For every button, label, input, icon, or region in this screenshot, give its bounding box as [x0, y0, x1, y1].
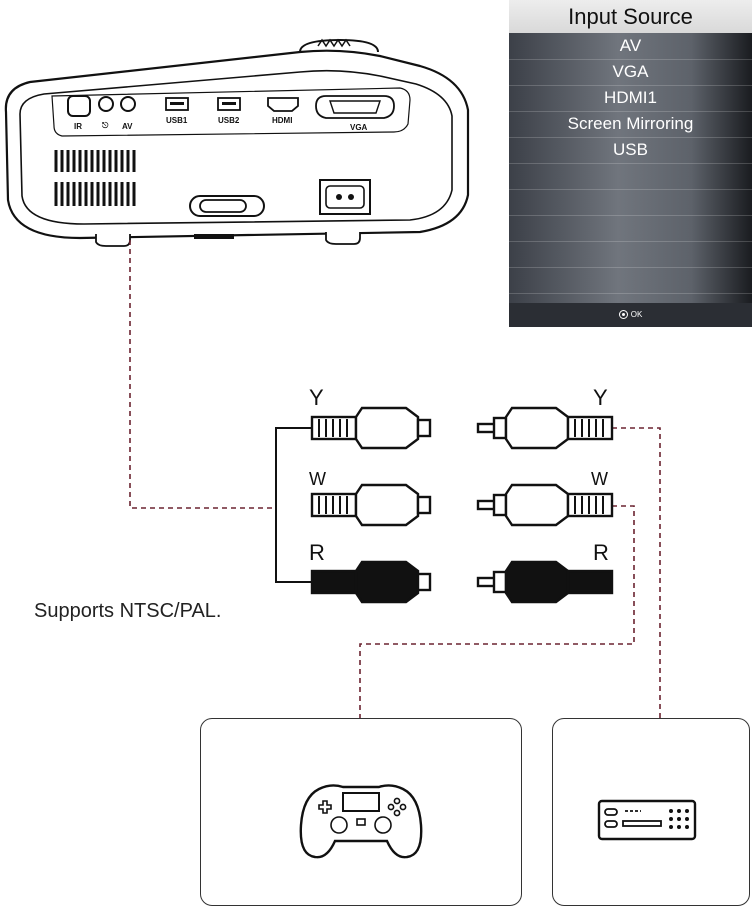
dvd-player-box — [552, 718, 750, 906]
menu-footer: OK — [509, 303, 752, 327]
projector-body-drawing — [4, 38, 470, 247]
left-red-label: R — [309, 540, 325, 565]
game-console-box — [200, 718, 522, 906]
menu-title: Input Source — [509, 0, 752, 33]
right-yellow-plug — [476, 406, 614, 450]
dvd-player-icon — [597, 799, 697, 841]
right-white-label: W — [591, 469, 608, 489]
menu-empty-row — [509, 267, 752, 294]
menu-empty-row — [509, 241, 752, 268]
menu-item-av[interactable]: AV — [509, 33, 752, 60]
ok-icon — [618, 310, 628, 319]
menu-item-screen-mirroring[interactable]: Screen Mirroring — [509, 111, 752, 138]
format-support-note: Supports NTSC/PAL. — [34, 600, 222, 622]
headphone-icon: ⎋ — [102, 121, 109, 130]
gamepad-icon — [299, 784, 423, 859]
menu-empty-row — [509, 163, 752, 190]
menu-empty-row — [509, 189, 752, 216]
av-port-label: AV — [122, 122, 133, 131]
usb2-port-label: USB2 — [218, 116, 240, 125]
menu-list: AV VGA HDMI1 Screen Mirroring USB — [509, 33, 752, 303]
input-source-menu: Input Source AV VGA HDMI1 Screen Mirrori… — [509, 0, 752, 327]
menu-item-usb[interactable]: USB — [509, 137, 752, 164]
menu-empty-row — [509, 215, 752, 242]
menu-footer-ok-label: OK — [630, 310, 643, 319]
vga-port-label: VGA — [350, 123, 368, 132]
projector: IR ⎋ AV USB1 USB2 HDMI VGA — [0, 0, 480, 260]
left-yellow-label: Y — [309, 385, 324, 410]
left-white-plug — [310, 483, 432, 527]
left-white-label: W — [309, 469, 326, 489]
left-red-plug — [310, 560, 432, 604]
cable-bundle-wire — [275, 427, 312, 583]
right-red-plug — [476, 560, 614, 604]
connection-lines — [129, 240, 661, 718]
ir-label: IR — [74, 122, 82, 131]
menu-item-hdmi1[interactable]: HDMI1 — [509, 85, 752, 112]
left-yellow-plug — [310, 406, 432, 450]
right-yellow-label: Y — [593, 385, 608, 410]
right-red-label: R — [593, 540, 609, 565]
right-white-plug — [476, 483, 614, 527]
usb1-port-label: USB1 — [166, 116, 188, 125]
hdmi-port-label: HDMI — [272, 116, 293, 125]
menu-item-vga[interactable]: VGA — [509, 59, 752, 86]
